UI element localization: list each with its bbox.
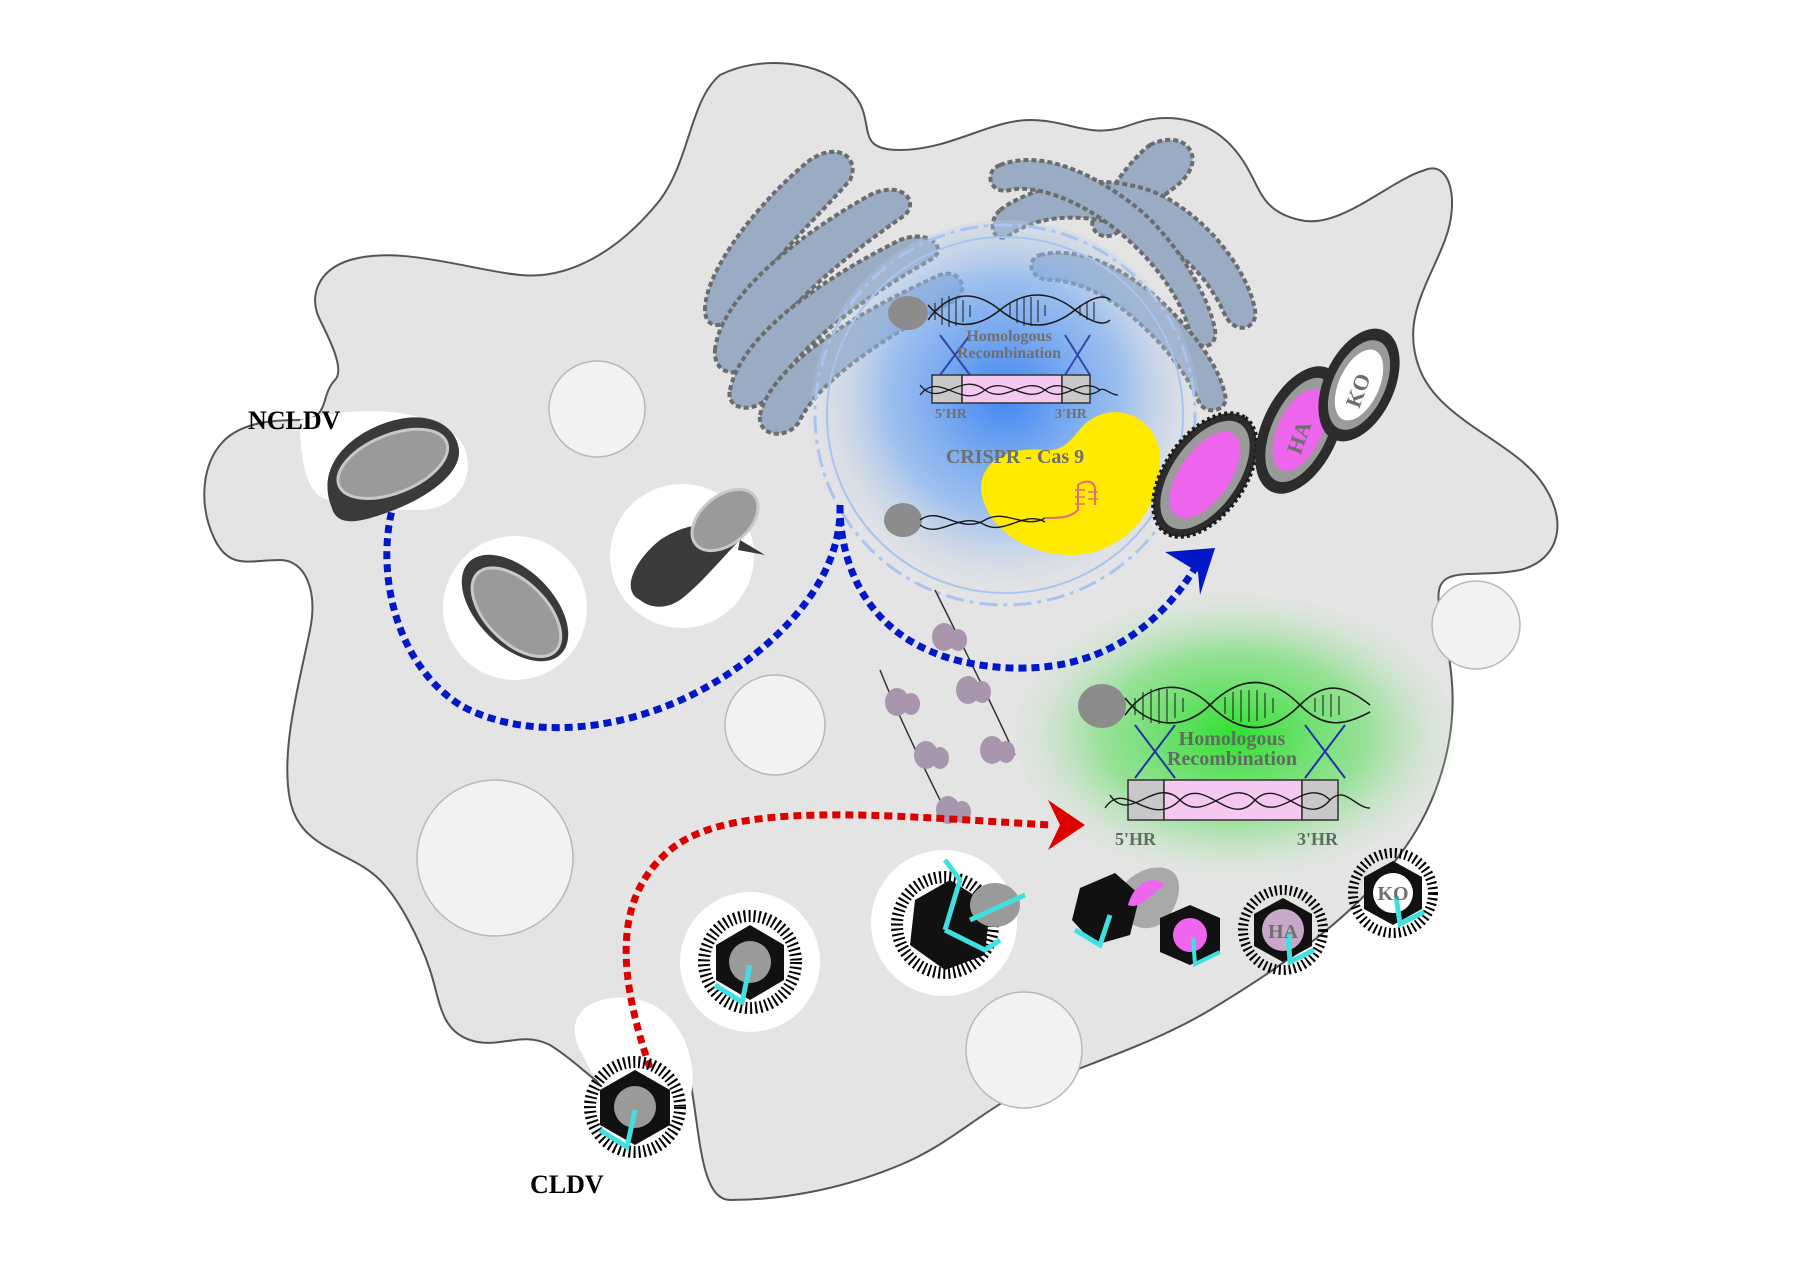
nucleus-hr-line1: Homologous [966, 328, 1051, 345]
cldv-ko-label: KO [1377, 883, 1408, 905]
factory-hr-line2: Recombination [1167, 748, 1297, 770]
cldv-virion-outside [584, 1056, 686, 1158]
cldv-ha-label: HA [1268, 921, 1299, 943]
factory-3hr-label: 3'HR [1297, 829, 1339, 849]
nucleus-hr-construct: Homologous Recombination 5'HR 3'HR [888, 294, 1119, 422]
cldv-progeny-assembling [1072, 867, 1180, 949]
factory-hr-line1: Homologous [1179, 728, 1286, 750]
nucleus-hr-line2: Recombination [957, 345, 1061, 362]
nucleus [810, 220, 1200, 610]
cldv-progeny-reporter [1160, 905, 1221, 968]
vacuole-4 [965, 991, 1083, 1109]
ncldv-virion-uncoating [630, 487, 765, 607]
nucleus-5hr-label: 5'HR [935, 407, 968, 422]
ncldv-progeny-ko [1318, 328, 1400, 442]
ncldv-progeny-reporter [1151, 411, 1259, 539]
crispr-label: CRISPR - Cas 9 [946, 446, 1084, 468]
nucleus-3hr-label: 3'HR [1055, 407, 1088, 422]
mrna-ribosomes [879, 589, 1016, 824]
cldv-progeny-ha [1238, 885, 1328, 975]
cldv-virion-uncoating [891, 858, 1027, 979]
ncldv-arrowhead [1165, 548, 1215, 595]
vacuole-1 [548, 360, 646, 458]
ncldv-pathway-1 [383, 498, 844, 732]
cldv-virion-phagosome [698, 910, 802, 1014]
ncldv-virion-outside [327, 417, 459, 522]
ncldv-label: NCLDV [248, 406, 341, 435]
cldv-label: CLDV [530, 1170, 604, 1199]
ncldv-progeny-ha [1255, 366, 1345, 494]
cldv-progeny-ko [1348, 848, 1438, 938]
vacuole-2 [724, 674, 826, 776]
vacuole-5 [1431, 580, 1521, 670]
factory-hr-construct: Homologous Recombination 5'HR 3'HR [1078, 681, 1371, 849]
cldv-pathway [622, 811, 1051, 1070]
cldv-arrowhead [1048, 800, 1085, 850]
crispr-cas9: CRISPR - Cas 9 [884, 412, 1160, 555]
vacuole-3 [416, 779, 574, 937]
ncldv-pathway-2 [836, 504, 1198, 672]
factory-5hr-label: 5'HR [1115, 829, 1157, 849]
ncldv-virion-phagosome [461, 554, 569, 662]
